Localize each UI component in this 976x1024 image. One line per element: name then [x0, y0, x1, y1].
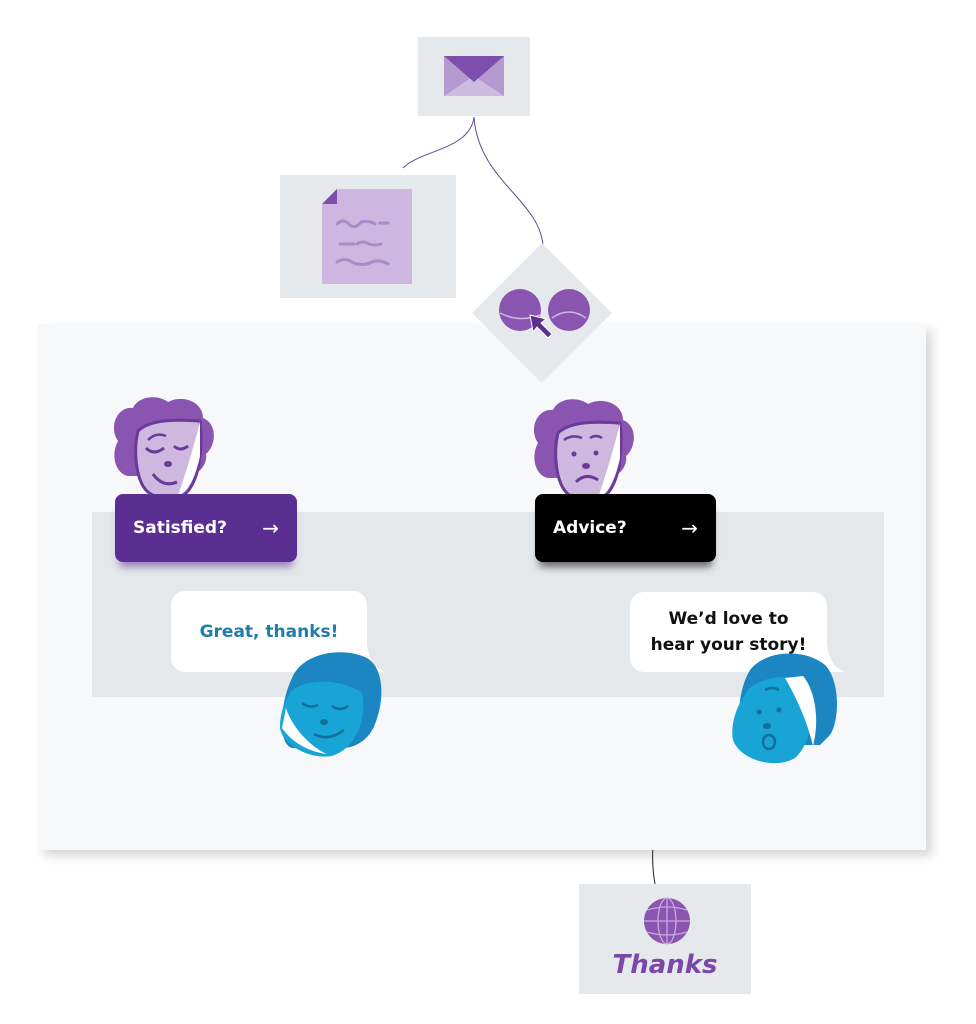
globe-icon [644, 897, 690, 945]
agent-worried-face-icon [533, 399, 634, 503]
envelope-icon [444, 56, 504, 96]
document-icon [322, 189, 412, 284]
decision-node[interactable] [472, 243, 612, 383]
satisfied-button[interactable]: Satisfied? → [115, 494, 297, 562]
agent-content-face-icon [113, 397, 214, 501]
connector-email-to-document [402, 116, 475, 169]
cursor-arrow-icon [529, 314, 553, 339]
decision-diamond-shape [472, 243, 612, 383]
customer-surprised-face-icon [732, 653, 837, 764]
advice-button-label: Advice? [553, 518, 627, 538]
response-text-advice-line2: hear your story! [650, 635, 807, 655]
email-node[interactable] [418, 37, 530, 116]
satisfied-button-label: Satisfied? [133, 518, 227, 538]
customer-happy-face-icon [280, 652, 382, 757]
arrow-right-icon: → [681, 516, 698, 540]
response-text-advice-line1: We’d love to [668, 609, 789, 629]
arrow-right-icon: → [262, 516, 279, 540]
thanks-node[interactable]: Thanks [579, 884, 751, 994]
connector-email-to-decision [473, 116, 544, 247]
advice-button[interactable]: Advice? → [535, 494, 716, 562]
response-bubble-satisfied: Great, thanks! [171, 591, 367, 672]
response-text-satisfied: Great, thanks! [199, 621, 339, 642]
thanks-label: Thanks [612, 950, 718, 980]
document-node[interactable] [280, 175, 456, 298]
